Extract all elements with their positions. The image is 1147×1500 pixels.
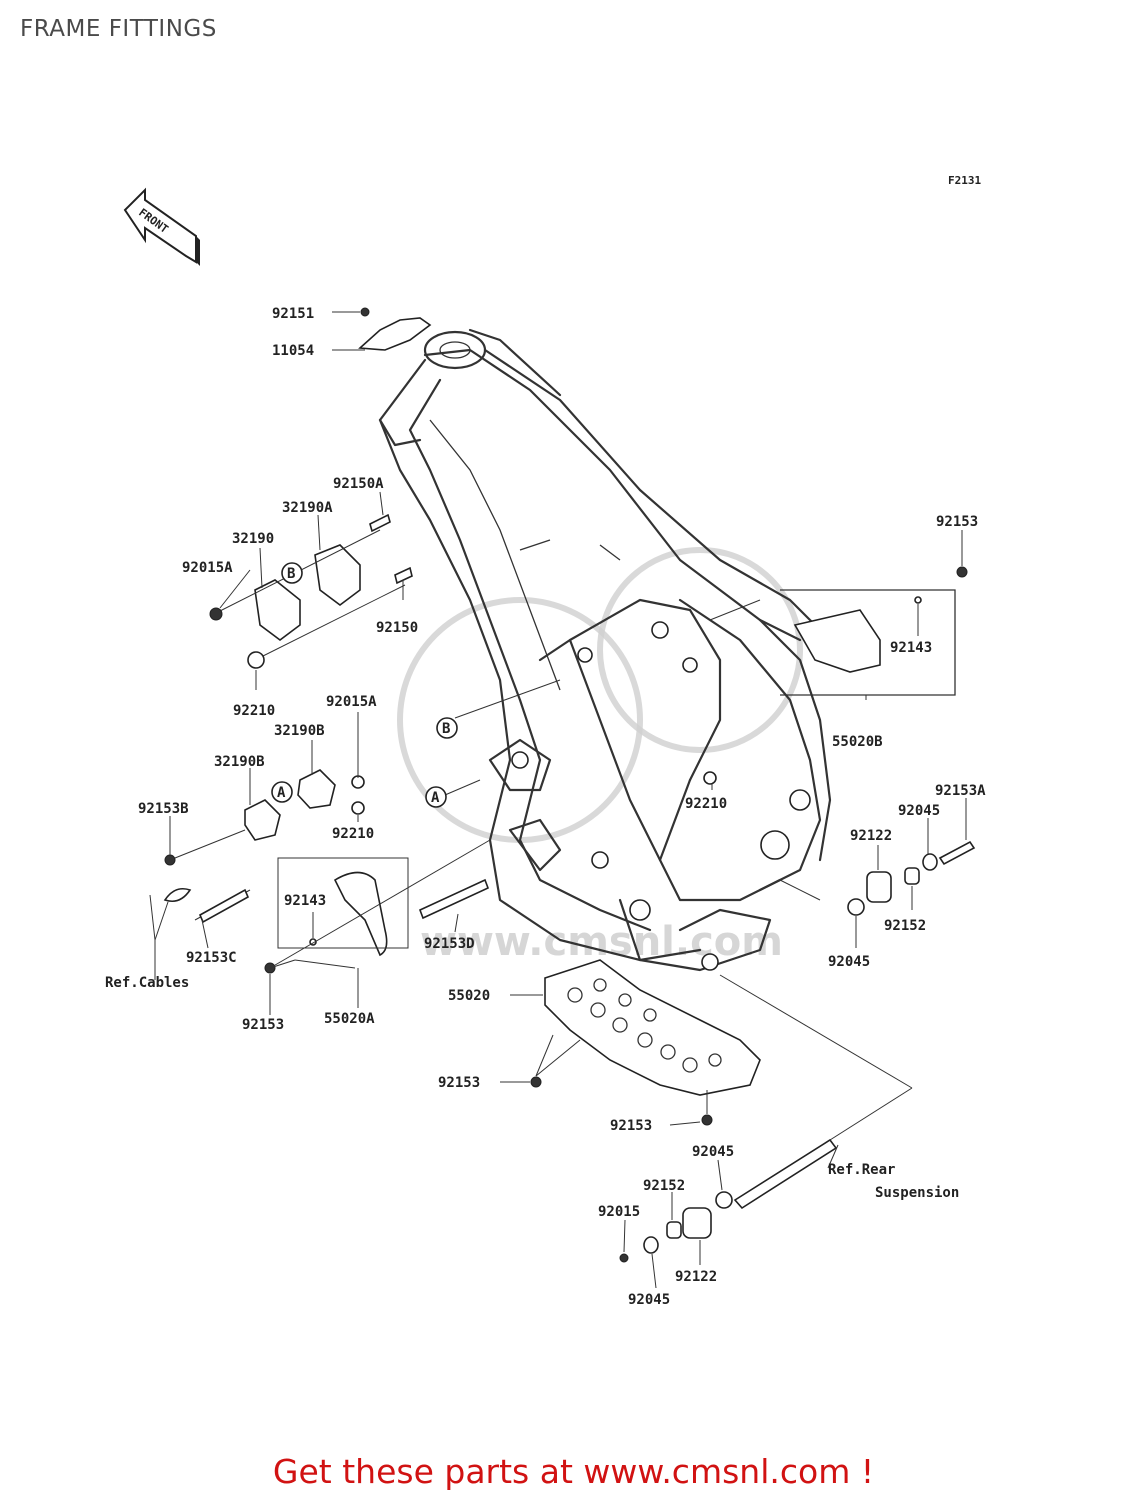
callout-92210-frame: 92210 bbox=[685, 796, 727, 812]
callout-92153-top: 92153 bbox=[936, 514, 978, 530]
callout-92122-low: 92122 bbox=[675, 1269, 717, 1285]
marker-a-left: A bbox=[277, 785, 286, 801]
callout-92143-right: 92143 bbox=[890, 640, 932, 656]
callout-92152-right: 92152 bbox=[884, 918, 926, 934]
callout-92151: 92151 bbox=[272, 306, 314, 322]
callout-92045-right2: 92045 bbox=[828, 954, 870, 970]
callout-92153C: 92153C bbox=[186, 950, 237, 966]
callout-92122-right: 92122 bbox=[850, 828, 892, 844]
callout-92045-low1: 92045 bbox=[692, 1144, 734, 1160]
figure-code: F2131 bbox=[948, 174, 981, 187]
callout-32190: 32190 bbox=[232, 531, 274, 547]
bolt-92153-top-icon bbox=[956, 566, 968, 578]
bolt-92151-icon bbox=[360, 307, 370, 317]
watermark: www.cmsnl.com bbox=[397, 547, 803, 965]
rear-pivot-bushings-right bbox=[847, 840, 976, 916]
callout-92153B: 92153B bbox=[138, 801, 189, 817]
callout-11054: 11054 bbox=[272, 343, 314, 359]
callout-55020A: 55020A bbox=[324, 1011, 375, 1027]
callout-92153A: 92153A bbox=[935, 783, 986, 799]
callout-32190A: 32190A bbox=[282, 500, 333, 516]
ref-cables-label: Ref.Cables bbox=[105, 975, 189, 991]
callout-labels: 92151 11054 92150A 32190A 32190 92015A 9… bbox=[105, 306, 986, 1308]
callout-92153D: 92153D bbox=[424, 936, 475, 952]
callout-92153-left: 92153 bbox=[242, 1017, 284, 1033]
callout-92152-low: 92152 bbox=[643, 1178, 685, 1194]
callout-92153-plate: 92153 bbox=[438, 1075, 480, 1091]
frame-body bbox=[378, 328, 832, 972]
callout-55020: 55020 bbox=[448, 988, 490, 1004]
callout-92150A: 92150A bbox=[333, 476, 384, 492]
marker-b-frame: B bbox=[442, 721, 450, 737]
ref-rear-label: Ref.Rear bbox=[828, 1162, 895, 1178]
leader-lines bbox=[149, 311, 967, 1289]
engine-mount-32190-assembly bbox=[209, 513, 413, 669]
callout-92143-left: 92143 bbox=[284, 893, 326, 909]
callout-92015: 92015 bbox=[598, 1204, 640, 1220]
marker-a-frame: A bbox=[431, 790, 440, 806]
callout-92150: 92150 bbox=[376, 620, 418, 636]
front-arrow-icon: FRONT bbox=[123, 187, 200, 266]
page-title: FRAME FITTINGS bbox=[20, 16, 217, 42]
callout-55020B: 55020B bbox=[832, 734, 883, 750]
frame-guard-55020A bbox=[277, 857, 409, 957]
callout-92045-right: 92045 bbox=[898, 803, 940, 819]
callout-92210-mid: 92210 bbox=[332, 826, 374, 842]
callout-32190B-left: 32190B bbox=[214, 754, 265, 770]
cable-guide-11054 bbox=[358, 317, 432, 351]
engine-mount-32190B-assembly bbox=[163, 769, 490, 924]
marker-b-top: B bbox=[287, 566, 295, 582]
bolt-92153-plate-icon bbox=[530, 1076, 542, 1088]
frame-guard-55020B bbox=[780, 589, 956, 696]
callout-92210-top: 92210 bbox=[233, 703, 275, 719]
skid-plate-55020 bbox=[544, 959, 761, 1096]
bolt-92153-bottom-icon bbox=[701, 1114, 713, 1126]
callout-92045-low2: 92045 bbox=[628, 1292, 670, 1308]
watermark-text: www.cmsnl.com bbox=[420, 919, 783, 965]
ref-suspension-label: Suspension bbox=[875, 1185, 959, 1201]
callout-92153-bottom: 92153 bbox=[610, 1118, 652, 1134]
callout-92015A-top: 92015A bbox=[182, 560, 233, 576]
callout-32190B-right: 32190B bbox=[274, 723, 325, 739]
frame-fittings-diagram: www.cmsnl.com F2131 FRONT bbox=[105, 174, 986, 1308]
callout-92015A-mid: 92015A bbox=[326, 694, 377, 710]
rear-suspension-bushings-low bbox=[619, 1138, 838, 1263]
reference-markers: B A B A bbox=[271, 562, 458, 808]
promo-link[interactable]: Get these parts at www.cmsnl.com ! bbox=[272, 1452, 875, 1491]
